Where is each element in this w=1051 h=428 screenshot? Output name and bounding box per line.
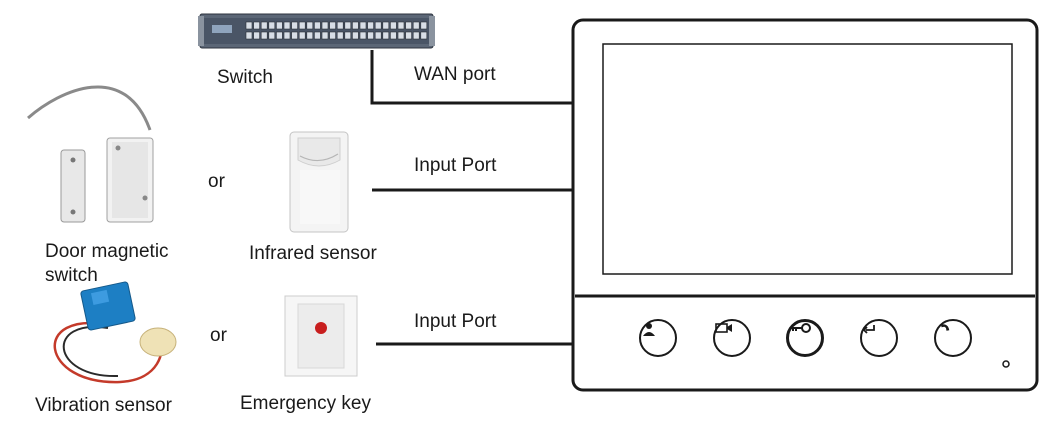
switch-port <box>374 21 382 30</box>
switch-port <box>314 31 321 40</box>
monitor-button-1[interactable] <box>639 319 677 357</box>
switch-port <box>390 31 397 40</box>
switch-port <box>329 31 336 40</box>
emergency-key-device <box>284 295 358 377</box>
switch-port <box>382 31 390 40</box>
vibration-sensor-device <box>53 281 177 384</box>
switch-label: Switch <box>217 67 273 88</box>
switch-port <box>344 31 352 40</box>
switch-port <box>420 21 428 30</box>
wan-connection-line <box>370 50 572 105</box>
switch-port <box>412 21 420 30</box>
switch-port <box>344 21 352 30</box>
switch-port <box>298 21 306 30</box>
infrared-sensor-label: Infrared sensor <box>249 243 377 264</box>
switch-port <box>359 21 367 30</box>
monitor-screen <box>602 43 1013 275</box>
switch-port <box>268 31 276 40</box>
switch-port <box>405 31 412 40</box>
switch-port <box>390 21 397 30</box>
switch-port <box>321 31 329 40</box>
or-label-2: or <box>210 325 227 346</box>
network-switch-device <box>198 13 435 49</box>
switch-port <box>260 31 268 40</box>
switch-port <box>420 31 428 40</box>
switch-port <box>283 31 291 40</box>
switch-port <box>374 31 382 40</box>
monitor-button-3[interactable] <box>786 319 824 357</box>
monitor-button-4[interactable] <box>860 319 898 357</box>
switch-port <box>397 31 405 40</box>
switch-port <box>352 21 359 30</box>
switch-port <box>336 21 344 30</box>
switch-port <box>268 21 276 30</box>
switch-port <box>291 31 298 40</box>
indoor-monitor <box>571 18 1039 392</box>
switch-port <box>382 21 390 30</box>
switch-port <box>397 21 405 30</box>
switch-port <box>359 31 367 40</box>
switch-port <box>336 31 344 40</box>
switch-port <box>298 31 306 40</box>
indicator-led <box>1002 360 1010 368</box>
door-magnetic-label-line1: Door magnetic <box>45 241 169 262</box>
input-port-label-2: Input Port <box>414 311 497 332</box>
switch-port <box>245 21 253 30</box>
wan-port-label: WAN port <box>414 64 496 85</box>
infrared-sensor-device <box>289 131 349 233</box>
switch-port <box>367 21 374 30</box>
door-magnetic-label-line2: switch <box>45 265 98 286</box>
switch-port <box>306 21 314 30</box>
switch-port <box>260 21 268 30</box>
or-label-1: or <box>208 171 225 192</box>
switch-port <box>367 31 374 40</box>
emergency-key-label: Emergency key <box>240 393 371 414</box>
switch-port <box>253 21 260 30</box>
switch-port <box>306 31 314 40</box>
input-port-label-1: Input Port <box>414 155 497 176</box>
switch-port <box>283 21 291 30</box>
switch-port <box>253 31 260 40</box>
switch-port <box>405 21 412 30</box>
switch-port <box>276 21 283 30</box>
switch-port <box>276 31 283 40</box>
vibration-sensor-label: Vibration sensor <box>35 395 172 416</box>
switch-port <box>352 31 359 40</box>
switch-port <box>321 21 329 30</box>
switch-port <box>291 21 298 30</box>
switch-port <box>314 21 321 30</box>
monitor-button-5[interactable] <box>934 319 972 357</box>
switch-port <box>245 31 253 40</box>
switch-port <box>412 31 420 40</box>
monitor-button-2[interactable] <box>713 319 751 357</box>
door-magnetic-switch-device <box>27 85 154 223</box>
switch-port <box>329 21 336 30</box>
